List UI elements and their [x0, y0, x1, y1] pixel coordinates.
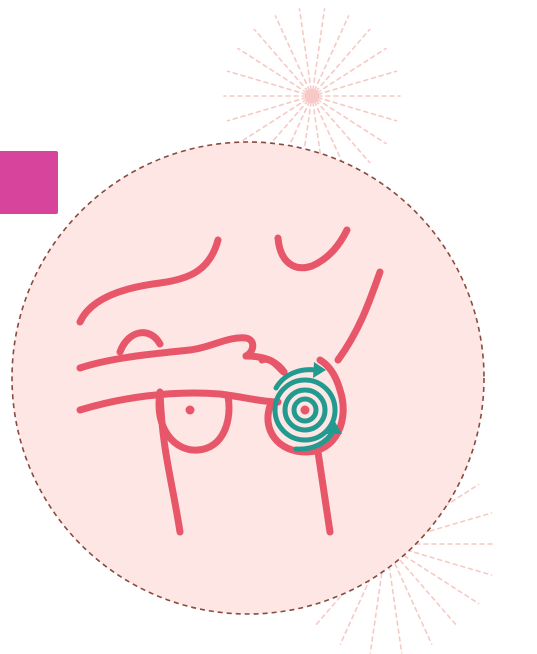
- burst-ray: [317, 99, 386, 143]
- exam-circle-background: [12, 142, 484, 614]
- burst-ray: [313, 9, 325, 90]
- burst-ray: [275, 16, 309, 91]
- burst-ray: [228, 98, 307, 121]
- burst-ray: [318, 98, 397, 121]
- burst-ray: [390, 549, 458, 628]
- burst-ray: [254, 29, 308, 91]
- burst-center: [305, 89, 319, 103]
- right-nipple: [301, 406, 310, 415]
- burst-ray: [316, 101, 370, 163]
- burst-ray: [388, 549, 431, 644]
- burst-ray: [238, 48, 307, 92]
- burst-ray: [314, 16, 348, 91]
- burst-ray: [316, 29, 370, 91]
- burst-ray: [317, 48, 386, 92]
- burst-ray: [299, 9, 311, 90]
- burst-ray: [318, 71, 397, 94]
- burst-ray: [238, 99, 307, 143]
- burst-ray: [228, 71, 307, 94]
- left-nipple: [186, 406, 195, 415]
